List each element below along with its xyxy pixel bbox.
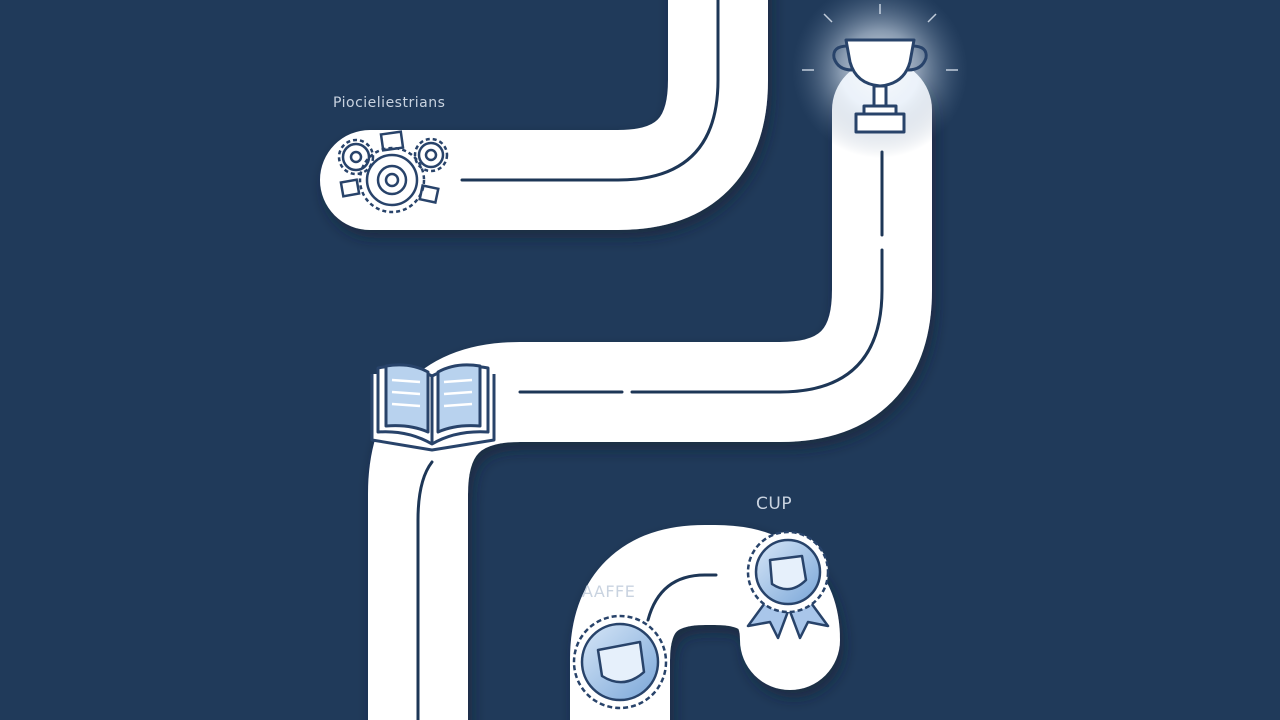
trophy-milestone bbox=[792, 0, 968, 158]
center-line-bottom bbox=[646, 573, 718, 622]
center-line-middle-d bbox=[416, 460, 434, 720]
center-line-top bbox=[460, 0, 720, 182]
award-badge-icon bbox=[572, 614, 668, 710]
milestone-label-bottom-left: AAFFE bbox=[582, 582, 636, 601]
milestone-label-bottom-right: CUP bbox=[756, 494, 793, 514]
glow-rays bbox=[802, 4, 958, 71]
milestone-label-top: Piocieliestrians bbox=[333, 95, 446, 111]
award-ribbon-icon bbox=[746, 530, 830, 640]
center-line-middle-b bbox=[630, 248, 884, 394]
path-center-lines bbox=[416, 0, 884, 720]
gears-icon bbox=[337, 130, 449, 214]
open-book-icon bbox=[370, 363, 496, 452]
trophy-icon bbox=[832, 38, 928, 134]
